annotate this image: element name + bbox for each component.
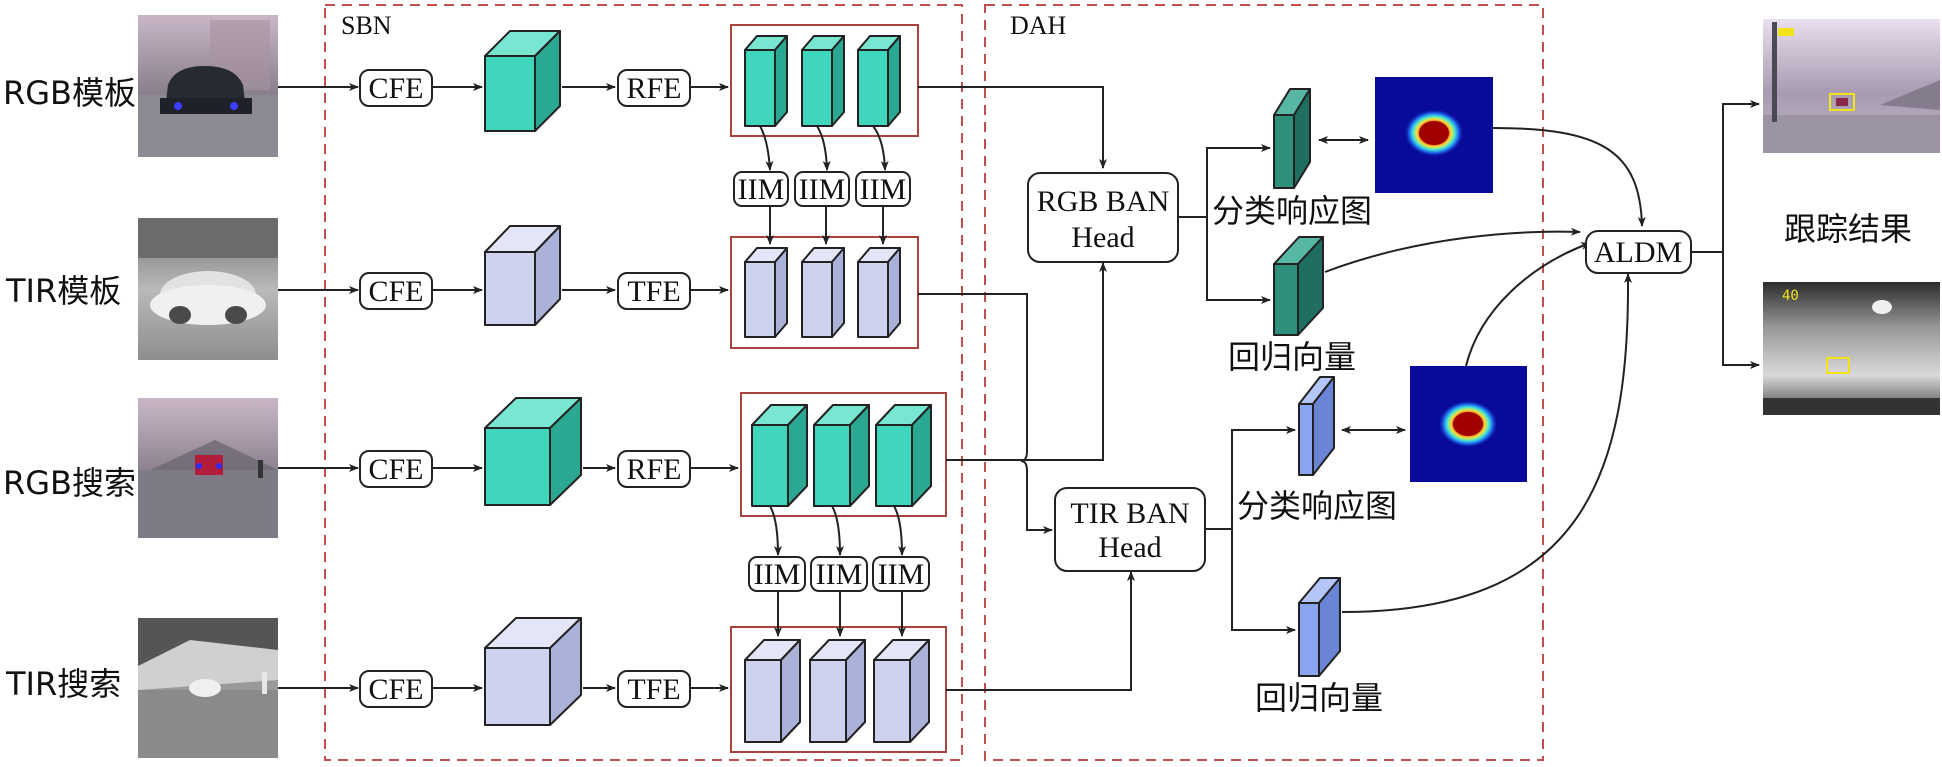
curve-rgb-heatmap-aldm (1492, 127, 1646, 227)
cfe-box-tir-search: CFE (359, 670, 433, 708)
iim-template-connectors (759, 125, 889, 245)
line-aldm-tir-result (1722, 252, 1760, 369)
rfe-box-search: RFE (617, 450, 691, 488)
curve-tir-reg-aldm (1341, 273, 1633, 613)
tir-cls-map-label: 分类响应图 (1237, 487, 1397, 525)
tir-tracking-result-image: 40 (1763, 282, 1940, 415)
rgb-reg-vector-label: 回归向量 (1228, 338, 1356, 376)
tir-frame-number: 40 (1782, 288, 1799, 304)
rgb-template-image (138, 15, 278, 157)
aldm-box: ALDM (1585, 230, 1692, 274)
line-tir-head-cls (1205, 426, 1296, 530)
rgb-template-label: RGB模板 (3, 74, 136, 112)
svg-text:CFE: CFE (368, 72, 423, 105)
svg-text:IIM: IIM (816, 558, 863, 591)
svg-text:Head: Head (1071, 221, 1134, 254)
rgb-search-feature-stack (751, 404, 932, 507)
tir-template-image (138, 218, 278, 360)
rgb-search-feature-cube (484, 397, 582, 506)
tir-search-feature-cube (484, 617, 582, 726)
rgb-cls-feature (1273, 88, 1311, 189)
rgb-search-label: RGB搜索 (3, 464, 136, 502)
iim-box-template-2: IIM (794, 171, 850, 207)
svg-text:IIM: IIM (738, 173, 785, 206)
iim-box-template-1: IIM (733, 171, 789, 207)
iim-box-search-1: IIM (748, 556, 806, 592)
cfe-box-tir-template: CFE (359, 272, 433, 310)
rgb-template-feature-cube (484, 30, 561, 132)
line-tir-search-to-tir-head (946, 571, 1135, 691)
tir-search-feature-stack (744, 639, 930, 743)
tir-search-label: TIR搜索 (5, 665, 121, 703)
svg-text:RFE: RFE (626, 72, 681, 105)
svg-text:IIM: IIM (799, 173, 846, 206)
svg-text:TFE: TFE (627, 275, 680, 308)
tir-classification-heatmap (1410, 366, 1527, 482)
iim-box-template-3: IIM (855, 171, 911, 207)
rgb-template-feature-stack (744, 35, 901, 127)
svg-text:RGB BAN: RGB BAN (1037, 185, 1170, 218)
tir-reg-vector-label: 回归向量 (1255, 679, 1383, 717)
rgb-ban-head-box: RGB BAN Head (1027, 172, 1179, 263)
line-rgb-head-reg (1206, 217, 1271, 304)
curve-tir-heatmap-aldm (1465, 242, 1591, 367)
line-rgb-search-to-rgb-head (946, 262, 1107, 461)
tfe-box-search: TFE (617, 670, 691, 708)
dah-label: DAH (1010, 11, 1067, 40)
rgb-search-image (138, 398, 278, 538)
svg-text:IIM: IIM (878, 558, 925, 591)
tir-ban-head-box: TIR BAN Head (1054, 487, 1206, 572)
iim-search-connectors (769, 505, 906, 637)
svg-text:CFE: CFE (368, 673, 423, 706)
tir-cls-feature (1298, 376, 1335, 476)
tir-template-feature-cube (484, 225, 561, 326)
sbn-label: SBN (341, 11, 392, 40)
curve-rgb-reg-aldm (1324, 227, 1581, 273)
rgb-reg-feature (1273, 236, 1324, 336)
line-rgb-template-to-rgb-head (918, 86, 1107, 169)
tfe-box-template: TFE (617, 272, 691, 310)
svg-text:IIM: IIM (860, 173, 907, 206)
iim-box-search-2: IIM (810, 556, 868, 592)
stack-frame-rgb-search (740, 392, 947, 517)
rgb-tracking-result-image (1763, 19, 1940, 153)
dah-section-box (984, 4, 1544, 761)
svg-text:IIM: IIM (754, 558, 801, 591)
sbn-section-box (324, 4, 963, 761)
tir-template-label: TIR模板 (5, 272, 121, 310)
iim-box-search-3: IIM (872, 556, 930, 592)
rfe-box-template: RFE (617, 69, 691, 107)
svg-text:TIR BAN: TIR BAN (1070, 497, 1189, 530)
svg-text:TFE: TFE (627, 673, 680, 706)
stack-frame-rgb-template (730, 24, 919, 137)
svg-text:ALDM: ALDM (1594, 236, 1682, 269)
tracking-result-label: 跟踪结果 (1784, 210, 1912, 248)
svg-text:RFE: RFE (626, 453, 681, 486)
line-rgb-head-cls (1178, 144, 1271, 218)
line-tir-template-to-tir-head (918, 293, 1053, 534)
svg-text:Head: Head (1098, 531, 1161, 564)
line-tir-head-reg (1231, 529, 1296, 634)
line-aldm-rgb-result (1691, 100, 1760, 253)
cfe-box-rgb-search: CFE (359, 450, 433, 488)
rgb-cls-map-label: 分类响应图 (1212, 192, 1372, 230)
rgb-classification-heatmap (1375, 77, 1493, 193)
svg-text:CFE: CFE (368, 275, 423, 308)
tir-search-image (138, 618, 278, 758)
tir-reg-feature (1298, 577, 1341, 677)
cfe-box-rgb-template: CFE (359, 69, 433, 107)
svg-text:CFE: CFE (368, 453, 423, 486)
tir-template-feature-stack (744, 247, 901, 338)
